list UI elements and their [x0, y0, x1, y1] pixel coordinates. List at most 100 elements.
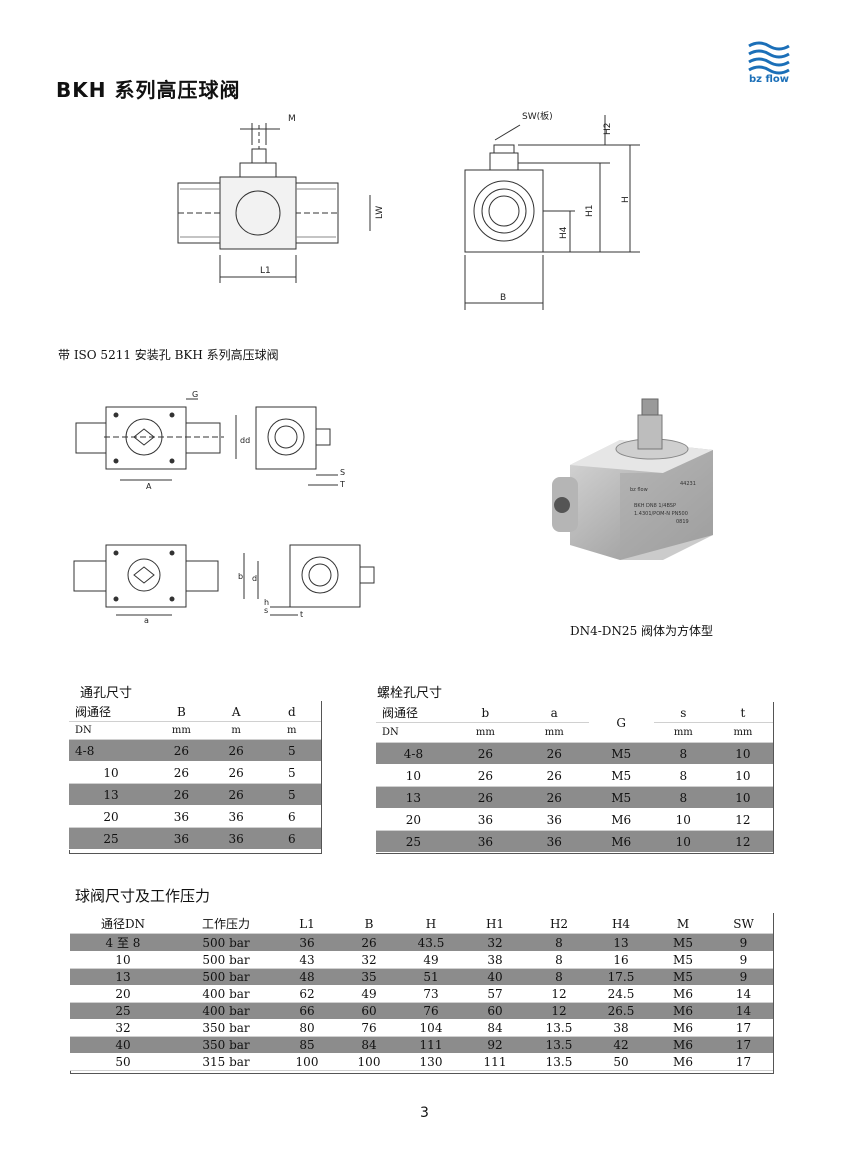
table-cell: 10	[376, 764, 451, 787]
table1-unit-cell: DN	[69, 721, 154, 740]
table-cell: 57	[462, 985, 528, 1003]
plate-brand: bz flow	[630, 487, 648, 493]
table-cell: 13	[70, 968, 176, 986]
table-cell: 9	[714, 968, 773, 986]
table-cell: 9	[714, 951, 773, 969]
table-cell: 6	[262, 827, 321, 850]
table-cell: 20	[376, 808, 451, 831]
table-cell: 42	[590, 1036, 652, 1054]
table-cell: 12	[712, 808, 773, 831]
label-h-small: h	[264, 598, 269, 607]
table-cell: 50	[590, 1053, 652, 1071]
table-cell: 5	[262, 761, 321, 784]
table-cell: 48	[276, 968, 338, 986]
plate-line2: 1.4301/POM-N PN500	[634, 511, 688, 517]
table-cell: 13.5	[528, 1053, 590, 1071]
table-cell: 25	[69, 827, 154, 850]
table-cell: 36	[209, 827, 263, 850]
table-cell: 43.5	[400, 933, 462, 952]
table-cell: 26	[153, 783, 210, 806]
iso-mounting-drawing: G A dd S T a b d h s t	[73, 390, 375, 625]
table-cell: 36	[450, 808, 520, 831]
label-t-small: t	[300, 610, 303, 619]
table3-header-cell: SW	[714, 913, 773, 934]
table-cell: 8	[653, 742, 713, 765]
table2-header-cell: t	[712, 702, 773, 723]
table-cell: 84	[338, 1036, 400, 1054]
table-cell: 26	[519, 786, 589, 809]
table-cell: M5	[652, 968, 714, 986]
table-cell: 32	[70, 1019, 176, 1037]
table-cell: 13.5	[528, 1019, 590, 1037]
table-cell: 26	[450, 786, 520, 809]
table-cell: 26	[450, 742, 520, 765]
table-cell: 40	[462, 968, 528, 986]
table-cell: 315 bar	[176, 1053, 276, 1071]
table2-header-cell: b	[450, 702, 520, 723]
table-cell: 5	[262, 739, 321, 762]
table-cell: 36	[153, 805, 210, 828]
table-cell: 8	[653, 764, 713, 787]
table-cell: 100	[338, 1053, 400, 1071]
table-cell: M6	[652, 985, 714, 1003]
table-cell: 14	[714, 1002, 773, 1020]
table-cell: 85	[276, 1036, 338, 1054]
table3-header-cell: B	[338, 913, 400, 934]
table-cell: 10	[70, 951, 176, 969]
table-cell: 130	[400, 1053, 462, 1071]
table2-header-row: 阀通径 b a G s t	[376, 702, 773, 743]
table-cell: M6	[588, 808, 654, 831]
table2-header-cell: s	[653, 702, 713, 723]
table-cell: 32	[338, 951, 400, 969]
label-h: H	[621, 196, 631, 203]
table-cell: 26	[450, 764, 520, 787]
table-cell: 17	[714, 1053, 773, 1071]
table-cell: 26	[338, 933, 400, 952]
table-cell: 60	[462, 1002, 528, 1020]
table-cell: M5	[588, 764, 654, 787]
table-cell: 8	[653, 786, 713, 809]
table3-header-cell: 通径DN	[70, 913, 176, 934]
table2-unit-cell: mm	[519, 722, 589, 743]
table-cell: 26	[153, 739, 210, 762]
table-cell: M6	[652, 1019, 714, 1037]
table-cell: 26	[209, 783, 263, 806]
table-cell: 8	[528, 951, 590, 969]
table-cell: 26	[209, 761, 263, 784]
table-cell: 25	[70, 1002, 176, 1020]
valve-dimension-drawing: M L1 LW SW(板) H2 H1 H H4 B	[177, 110, 640, 310]
iso-subtitle: 带 ISO 5211 安装孔 BKH 系列高压球阀	[58, 348, 279, 362]
table-cell: M6	[652, 1036, 714, 1054]
label-sw: SW(板)	[522, 110, 553, 122]
table-cell: 4-8	[376, 742, 451, 765]
table2-unit-cell: mm	[450, 722, 520, 743]
wave-logo-icon	[748, 41, 790, 75]
table-cell: 43	[276, 951, 338, 969]
table2-unit-cell: mm	[653, 722, 713, 743]
table-cell: 9	[714, 933, 773, 952]
table1-header-row: 阀通径 B A d	[69, 701, 321, 722]
table1-unit-cell: m	[209, 721, 263, 740]
table3-header-cell: H	[400, 913, 462, 934]
table3-header-cell: L1	[276, 913, 338, 934]
table-cell: 111	[462, 1053, 528, 1071]
table-cell: 16	[590, 951, 652, 969]
table-cell: 6	[262, 805, 321, 828]
label-h4: H4	[559, 226, 569, 239]
table-cell: 26	[519, 764, 589, 787]
table-cell: 4-8	[69, 739, 154, 762]
table-cell: 10	[653, 808, 713, 831]
table2-header-cell: a	[519, 702, 589, 723]
table-cell: 12	[528, 1002, 590, 1020]
brand-logo: bz flow	[745, 40, 795, 88]
label-m: M	[288, 114, 296, 124]
